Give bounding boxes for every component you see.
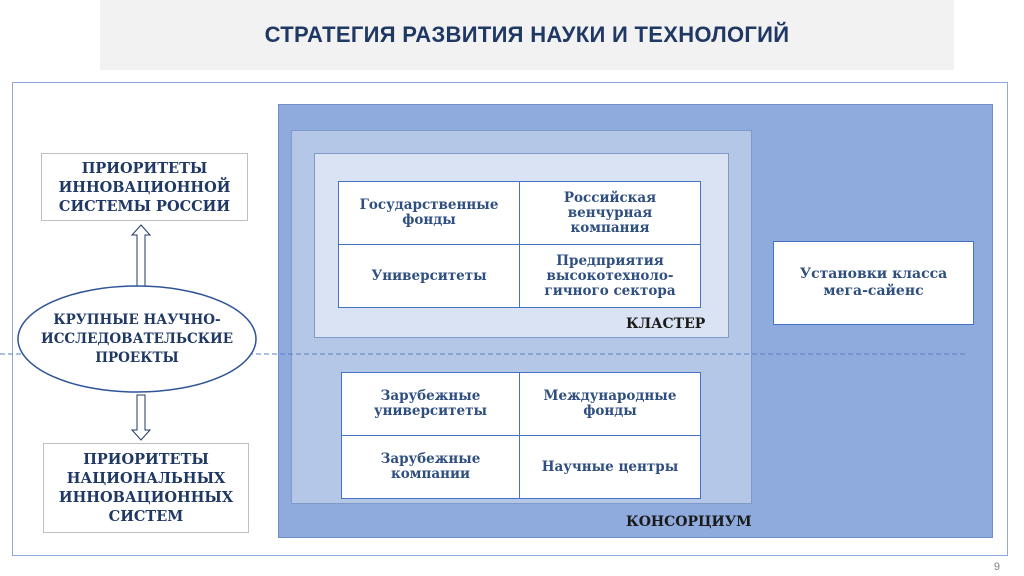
cluster-label: КЛАСТЕР	[626, 316, 706, 332]
cell-state-funds: Государственные фонды	[338, 181, 520, 245]
cell-hightech-enterprises: Предприятия высокотехноло- гичного секто…	[519, 244, 701, 308]
consortium-label: КОНСОРЦИУМ	[626, 514, 752, 530]
cell-foreign-universities: Зарубежные университеты	[341, 372, 520, 436]
cell-international-funds: Международные фонды	[519, 372, 701, 436]
cell-foreign-companies: Зарубежные компании	[341, 435, 520, 499]
title-band	[100, 0, 954, 70]
diagram-frame	[12, 82, 1008, 556]
page-number: 9	[993, 561, 1000, 573]
projects-ellipse-label: КРУПНЫЕ НАУЧНО- ИССЛЕДОВАТЕЛЬСКИЕ ПРОЕКТ…	[40, 311, 234, 366]
down-arrow-icon	[130, 394, 152, 441]
cell-research-centers: Научные центры	[519, 435, 701, 499]
russia-priorities-box: ПРИОРИТЕТЫ ИННОВАЦИОННОЙ СИСТЕМЫ РОССИИ	[41, 153, 248, 221]
projects-ellipse	[17, 285, 257, 393]
mega-science-box: Установки класса мега-сайенс	[773, 241, 974, 325]
national-priorities-box: ПРИОРИТЕТЫ НАЦИОНАЛЬНЫХ ИННОВАЦИОННЫХ СИ…	[43, 443, 249, 533]
cell-russian-venture-company: Российская венчурная компания	[519, 181, 701, 245]
page-title: СТРАТЕГИЯ РАЗВИТИЯ НАУКИ И ТЕХНОЛОГИЙ	[264, 22, 790, 47]
cell-universities: Университеты	[338, 244, 520, 308]
